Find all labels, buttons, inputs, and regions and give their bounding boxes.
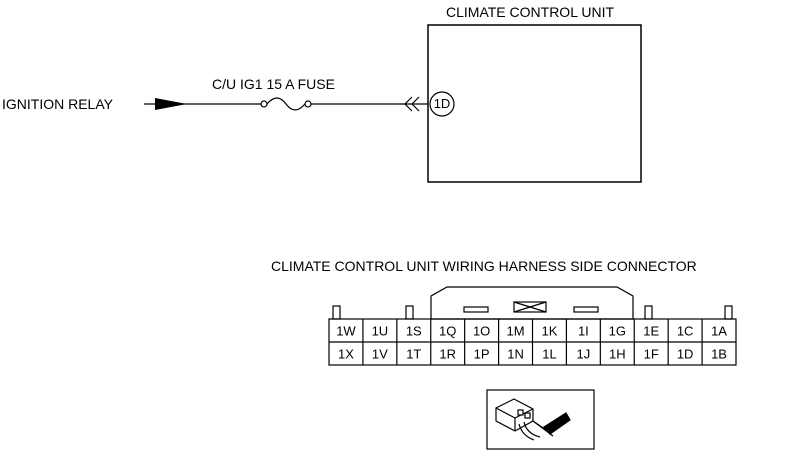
arrow-icon	[155, 98, 187, 110]
connector-pins: 1W 1U 1S 1Q 1O 1M 1K 1I 1G 1E 1C 1A 1X 1V 1T 1R 1P 1N 1L 1J…	[336, 324, 727, 362]
connector-pin-label: 1I	[578, 324, 589, 339]
ignition-relay-label: IGNITION RELAY	[2, 96, 113, 112]
connector-pin-label: 1N	[507, 347, 524, 362]
connector-pin-label: 1J	[577, 347, 591, 362]
fuse-label: C/U IG1 15 A FUSE	[212, 76, 335, 92]
terminal-label: 1D	[433, 96, 451, 111]
connector-pin-label: 1F	[644, 347, 659, 362]
connector-pin-label: 1K	[542, 324, 558, 339]
connector-pin-label: 1S	[406, 324, 422, 339]
connector-pin-label: 1A	[711, 324, 727, 339]
connector-view-frame	[486, 389, 595, 450]
climate-control-unit-box	[427, 24, 642, 183]
connector-pin-label: 1W	[336, 324, 356, 339]
terminal-circle	[429, 91, 455, 117]
connector-pin-label: 1V	[372, 347, 388, 362]
connector-view-icon	[495, 398, 571, 441]
connector-pin-label: 1M	[507, 324, 525, 339]
connector-pin-label: 1T	[406, 347, 421, 362]
fuse-icon	[260, 97, 312, 111]
connector-pin-label: 1G	[609, 324, 626, 339]
connector-terminal-icon	[404, 96, 420, 112]
connector-pin-label: 1L	[542, 347, 556, 362]
connector-pin-label: 1C	[677, 324, 694, 339]
connector-grid-dividers	[362, 319, 703, 365]
connector-pin-label: 1D	[677, 347, 694, 362]
connector-pin-label: 1E	[643, 324, 659, 339]
connector-pin-label: 1H	[609, 347, 626, 362]
connector-pin-label: 1O	[473, 324, 490, 339]
connector-title: CLIMATE CONTROL UNIT WIRING HARNESS SIDE…	[271, 258, 697, 274]
unit-title: CLIMATE CONTROL UNIT	[446, 4, 615, 20]
connector-pin-label: 1Q	[439, 324, 456, 339]
connector-pin-label: 1B	[711, 347, 727, 362]
connector-pin-label: 1X	[338, 347, 354, 362]
connector-pin-label: 1R	[439, 347, 456, 362]
connector-pin-label: 1U	[372, 324, 389, 339]
connector-pin-label: 1P	[474, 347, 490, 362]
